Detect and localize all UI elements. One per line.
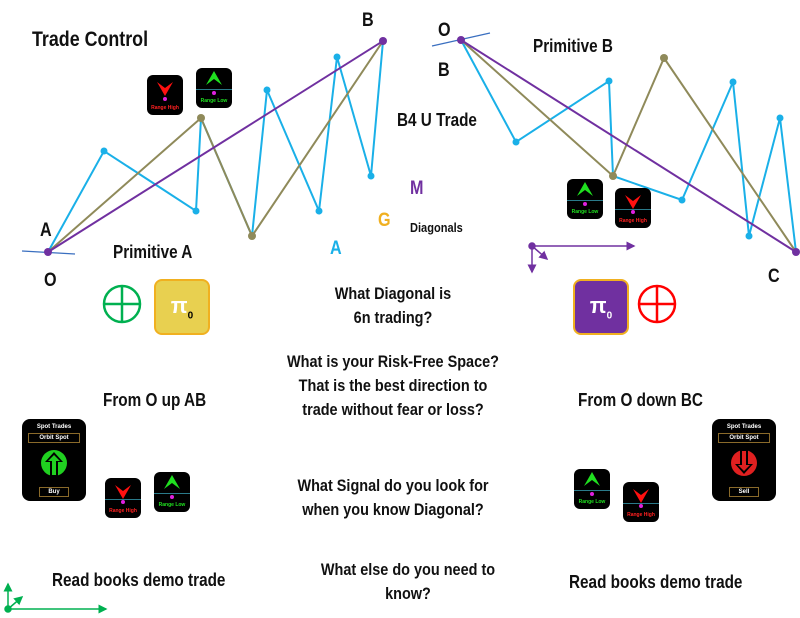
range-low-label: Range Low (200, 98, 228, 104)
range-low-label: Range Low (578, 499, 606, 505)
left-purple-diagonal (47, 40, 384, 253)
point-b-right-label: B (438, 60, 450, 81)
pi-icon: π (589, 293, 607, 318)
arrow-up-icon (577, 182, 593, 196)
pi-subscript: 0 (187, 310, 194, 322)
range-high-label: Range High (109, 508, 137, 514)
read-books-left: Read books demo trade (52, 570, 226, 590)
arrow-down-icon (625, 195, 641, 209)
legend-m: M (410, 178, 424, 199)
sell-button[interactable]: Sell (729, 487, 759, 497)
range-high-label: Range High (627, 512, 655, 518)
right-tan-path (460, 39, 797, 253)
range-high-tile[interactable]: Range High (623, 482, 659, 522)
legend-a: A (330, 238, 342, 259)
b4u-trade-label: B4 U Trade (397, 110, 477, 130)
read-books-right: Read books demo trade (569, 572, 743, 592)
page-title: Trade Control (32, 28, 149, 51)
question-4: What else do you need to know? (320, 560, 496, 603)
point-a-label: A (40, 220, 52, 241)
range-low-tile[interactable]: Range Low (567, 179, 603, 219)
pi-tile-purple[interactable]: π0 (573, 279, 629, 335)
range-high-tile[interactable]: Range High (615, 188, 651, 228)
point-o-right-label: O (438, 20, 451, 41)
range-low-tile[interactable]: Range Low (154, 472, 190, 512)
arrow-up-icon (584, 472, 600, 486)
sell-arrow-icon (731, 450, 757, 476)
left-tan-path (47, 40, 384, 253)
question-1: What Diagonal is 6n trading? (334, 284, 452, 327)
spot-header: Spot Trades (726, 424, 762, 430)
pi-subscript: 0 (606, 310, 613, 322)
right-purple-diagonal (460, 39, 797, 253)
arrow-down-icon (633, 489, 649, 503)
range-high-label: Range High (151, 105, 179, 111)
legend-g: G (378, 210, 391, 231)
primitive-b-label: Primitive B (533, 36, 613, 56)
point-b-label: B (362, 10, 374, 31)
pi-tile-yellow[interactable]: π0 (154, 279, 210, 335)
range-high-label: Range High (619, 218, 647, 224)
arrow-down-icon (157, 82, 173, 96)
spot-trades-sell-panel: Spot Trades Orbit Spot Sell (712, 419, 776, 501)
arrow-up-icon (206, 71, 222, 85)
pi-icon: π (170, 293, 188, 318)
arrow-up-icon (164, 475, 180, 489)
primitive-a-label: Primitive A (113, 242, 193, 262)
range-low-tile[interactable]: Range Low (196, 68, 232, 108)
orbit-spot-button[interactable]: Orbit Spot (28, 433, 80, 443)
range-high-tile[interactable]: Range High (147, 75, 183, 115)
question-3: What Signal do you look for when you kno… (297, 476, 489, 519)
buy-button[interactable]: Buy (39, 487, 69, 497)
diagonals-label: Diagonals (410, 220, 463, 235)
green-axes-icon (3, 582, 108, 614)
point-c-label: C (768, 266, 780, 287)
range-high-tile[interactable]: Range High (105, 478, 141, 518)
spot-trades-buy-panel: Spot Trades Orbit Spot Buy (22, 419, 86, 501)
question-2: What is your Risk-Free Space? That is th… (287, 352, 499, 419)
spot-header: Spot Trades (36, 424, 72, 430)
arrow-down-icon (115, 485, 131, 499)
range-low-label: Range Low (571, 209, 599, 215)
from-o-up-label: From O up AB (103, 390, 207, 410)
red-crosshair-icon (637, 284, 677, 324)
orbit-spot-button[interactable]: Orbit Spot (718, 433, 770, 443)
purple-axes-icon (527, 241, 636, 274)
range-low-label: Range Low (158, 502, 186, 508)
left-blue-path (47, 40, 384, 253)
from-o-down-label: From O down BC (578, 390, 703, 410)
green-crosshair-icon (102, 284, 142, 324)
point-o-left-label: O (44, 270, 57, 291)
range-low-tile[interactable]: Range Low (574, 469, 610, 509)
buy-arrow-icon (41, 450, 67, 476)
